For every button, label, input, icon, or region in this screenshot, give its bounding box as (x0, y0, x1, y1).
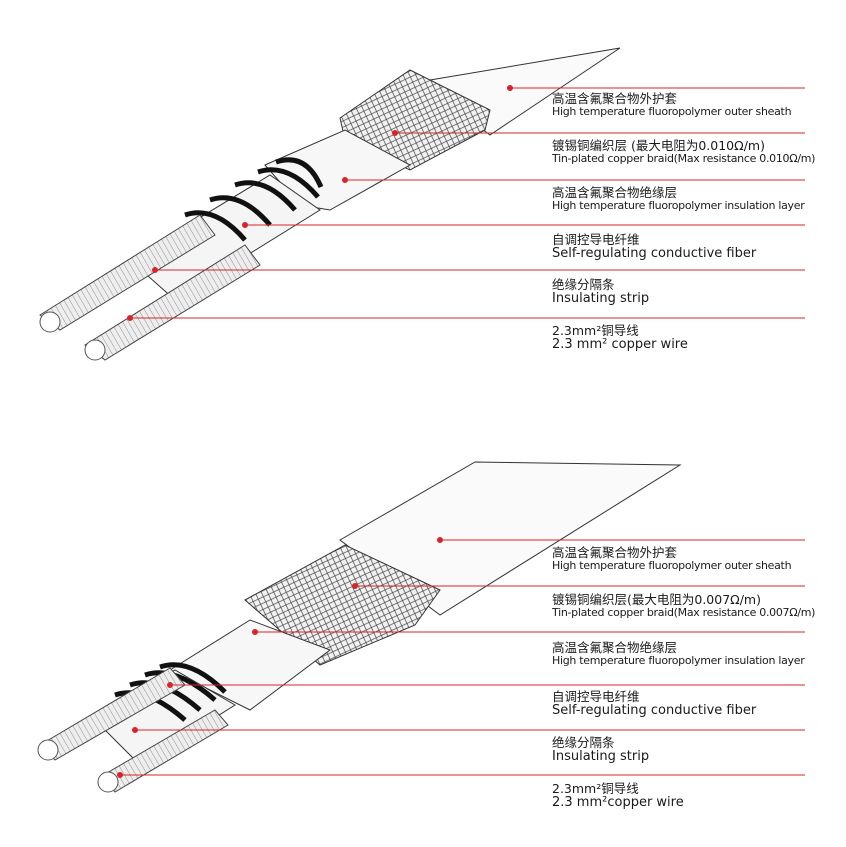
leader-lines (127, 85, 805, 321)
cable-illustration (39, 47, 805, 361)
cable-illustration (37, 461, 805, 793)
label-conductive-fiber: 自调控导电纤维 Self-regulating conductive fiber (552, 689, 757, 719)
label-conductive-fiber: 自调控导电纤维 Self-regulating conductive fiber (552, 232, 757, 262)
label-cn: 2.3mm²铜导线 (552, 781, 639, 796)
wire-end-2 (97, 771, 119, 793)
label-en: High temperature fluoropolymer outer she… (552, 559, 792, 573)
wire-end-1 (37, 739, 59, 761)
label-en: Insulating strip (552, 291, 650, 307)
label-cn: 自调控导电纤维 (552, 689, 640, 704)
wire-end-1 (39, 311, 61, 333)
label-cn: 镀锡铜编织层(最大电阻为0.007Ω/m) (552, 592, 761, 607)
label-insulating-strip: 绝缘分隔条 Insulating strip (552, 277, 650, 307)
label-cn: 高温含氟聚合物绝缘层 (552, 640, 678, 655)
label-cn: 高温含氟聚合物绝缘层 (552, 185, 678, 200)
label-cn: 自调控导电纤维 (552, 232, 640, 247)
inner-core (129, 174, 321, 301)
label-en: Insulating strip (552, 749, 650, 765)
label-copper-wire: 2.3mm²铜导线 2.3 mm² copper wire (552, 323, 688, 353)
label-copper-wire: 2.3mm²铜导线 2.3 mm²copper wire (552, 781, 684, 811)
label-outer-sheath: 高温含氟聚合物外护套 High temperature fluoropolyme… (552, 91, 792, 119)
label-en: Tin-plated copper braid(Max resistance 0… (552, 152, 816, 166)
label-cn: 绝缘分隔条 (552, 735, 615, 750)
label-cn: 镀锡铜编织层 (最大电阻为0.010Ω/m) (552, 138, 765, 153)
label-en: 2.3 mm² copper wire (552, 337, 688, 353)
label-en: High temperature fluoropolymer insulatio… (552, 199, 805, 213)
label-en: High temperature fluoropolymer outer she… (552, 105, 792, 119)
label-en: 2.3 mm²copper wire (552, 795, 684, 811)
cable-diagram-1: 高温含氟聚合物外护套 High temperature fluoropolyme… (0, 0, 846, 420)
label-cn: 高温含氟聚合物外护套 (552, 91, 678, 106)
leader-lines (117, 537, 805, 778)
label-braid: 镀锡铜编织层 (最大电阻为0.010Ω/m) Tin-plated copper… (552, 138, 816, 166)
insulation-layer (168, 619, 332, 711)
label-en: High temperature fluoropolymer insulatio… (552, 654, 805, 668)
label-braid: 镀锡铜编织层(最大电阻为0.007Ω/m) Tin-plated copper … (552, 592, 816, 620)
label-insulation: 高温含氟聚合物绝缘层 High temperature fluoropolyme… (552, 640, 805, 668)
label-en: Self-regulating conductive fiber (552, 703, 757, 719)
label-cn: 2.3mm²铜导线 (552, 323, 639, 338)
wire-end-2 (84, 339, 106, 361)
label-cn: 绝缘分隔条 (552, 277, 615, 292)
conductive-fiber-coils (184, 157, 324, 242)
label-cn: 高温含氟聚合物外护套 (552, 545, 678, 560)
label-en: Self-regulating conductive fiber (552, 246, 757, 262)
label-outer-sheath: 高温含氟聚合物外护套 High temperature fluoropolyme… (552, 545, 792, 573)
label-en: Tin-plated copper braid(Max resistance 0… (552, 606, 816, 620)
label-insulating-strip: 绝缘分隔条 Insulating strip (552, 735, 650, 765)
cable-diagram-2: 高温含氟聚合物外护套 High temperature fluoropolyme… (0, 420, 846, 847)
label-insulation: 高温含氟聚合物绝缘层 High temperature fluoropolyme… (552, 185, 805, 213)
